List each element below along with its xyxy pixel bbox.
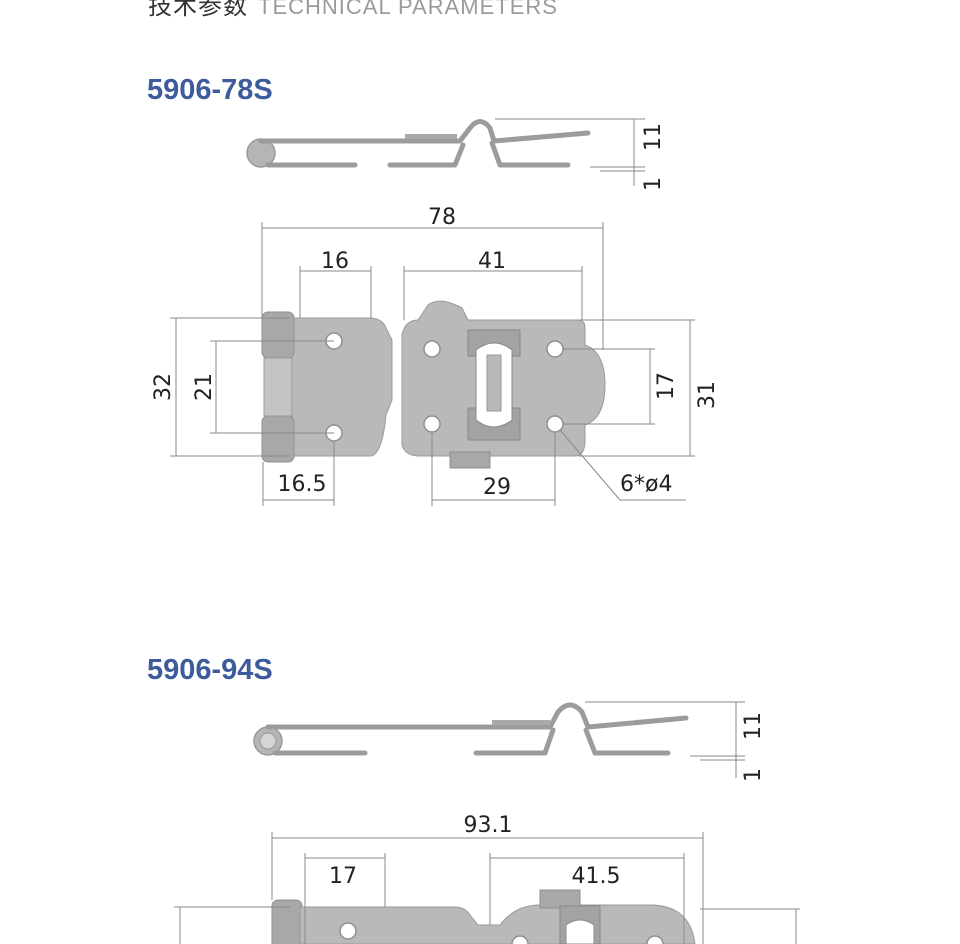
dim-thickness-78s: 1 — [641, 177, 666, 191]
dim-hole-spacing-left-78s: 21 — [192, 373, 217, 401]
dim-height-94s: 11 — [741, 712, 766, 740]
dim-overall-length-78s: 78 — [428, 205, 456, 230]
dim-hasp-width-78s: 41 — [478, 249, 506, 274]
section-header: 技术参数 TECHNICAL PARAMETERS — [148, 0, 558, 21]
model-title-78s: 5906-78S — [147, 74, 273, 106]
dim-holes-78s: 6*ø4 — [620, 472, 672, 497]
dim-height-right-78s: 31 — [695, 381, 720, 409]
dim-hasp-width-94s: 41.5 — [572, 864, 621, 889]
front-view-78s: 78 16 41 32 21 16.5 29 17 — [151, 205, 720, 506]
dim-hole-spacing-right-78s: 17 — [654, 372, 679, 400]
header-title-en: TECHNICAL PARAMETERS — [258, 0, 558, 19]
dim-height-78s: 11 — [641, 123, 666, 151]
dim-hole-spacing-bottom-78s: 29 — [483, 475, 511, 500]
front-view-94s: 93.1 17 41.5 — [174, 813, 800, 944]
dim-thickness-94s: 1 — [741, 768, 766, 782]
dim-hinge-width-78s: 16 — [321, 249, 349, 274]
side-view-78s: 11 1 — [246, 118, 666, 191]
side-view-94s: 11 1 — [253, 701, 766, 782]
dim-overall-length-94s: 93.1 — [464, 813, 513, 838]
dim-hole-offset-78s: 16.5 — [278, 472, 327, 497]
dim-height-left-78s: 32 — [151, 373, 176, 401]
model-title-94s: 5906-94S — [147, 654, 273, 686]
header-title-cn: 技术参数 — [148, 0, 248, 20]
dim-hinge-width-94s: 17 — [329, 864, 357, 889]
